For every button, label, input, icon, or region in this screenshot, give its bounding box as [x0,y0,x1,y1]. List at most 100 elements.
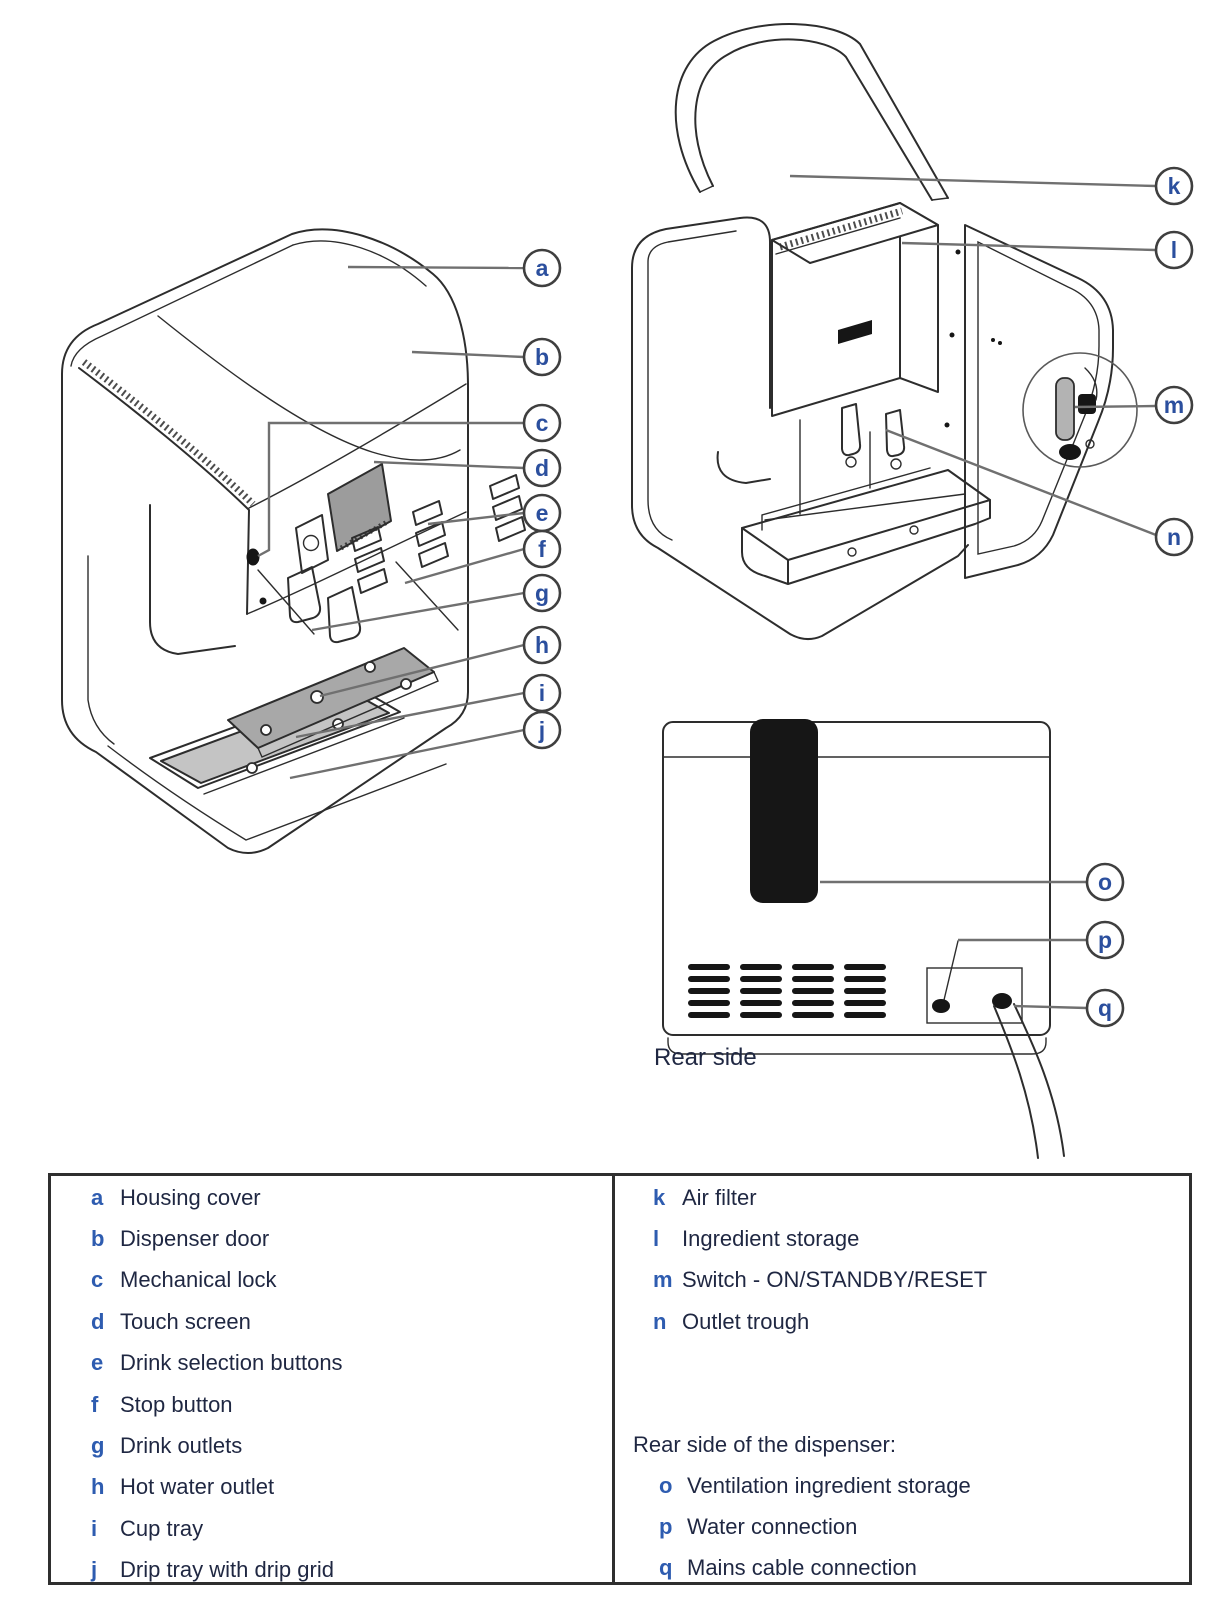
legend-label: Mains cable connection [687,1555,917,1581]
rear-side-caption: Rear side [654,1044,757,1071]
callout-h: h [522,625,562,665]
legend-row-q: q Mains cable connection [615,1548,1189,1589]
legend-label: Outlet trough [682,1308,810,1334]
svg-text:h: h [535,632,549,658]
svg-text:o: o [1098,869,1112,895]
callout-k: k [1154,166,1194,206]
legend-row-f: f Stop button [51,1384,612,1425]
legend-label: Dispenser door [120,1226,270,1252]
legend-key: f [91,1391,99,1417]
callout-n: n [1154,517,1194,557]
svg-text:i: i [539,680,545,706]
front-view-diagram: a b c d e f g h i j [61,228,562,854]
legend-label: Hot water outlet [120,1474,275,1500]
svg-text:f: f [538,536,546,562]
svg-text:n: n [1167,524,1181,550]
svg-text:d: d [535,455,549,481]
legend-label: Air filter [682,1184,757,1210]
legend-key: b [91,1226,105,1252]
legend-label: Ingredient storage [682,1226,860,1252]
ventilation-slot [750,719,818,903]
callout-j: j [522,710,562,750]
callout-g: g [522,573,562,613]
vent-grilles [688,964,886,1018]
legend-label: Water connection [687,1514,858,1540]
legend-label: Drink outlets [120,1433,243,1459]
legend-key: d [91,1308,105,1334]
diagrams-canvas: a b c d e f g h i j [61,23,1194,1159]
legend-key: m [653,1267,673,1293]
callout-c: c [522,403,562,443]
callout-e: e [522,493,562,533]
legend-row-d: d Touch screen [51,1301,612,1342]
legend-key: h [91,1474,105,1500]
legend-label: Cup tray [120,1515,204,1541]
legend-key: j [91,1557,98,1583]
legend-key: l [653,1226,660,1252]
callout-d: d [522,448,562,488]
legend-key: p [659,1514,673,1540]
mains-cable [993,1005,1039,1159]
legend-label: Stop button [120,1391,233,1417]
legend-key: o [659,1472,673,1498]
svg-text:l: l [1171,237,1177,263]
callout-q: q [1085,988,1125,1028]
legend-label: Drip tray with drip grid [120,1557,334,1583]
switch-detail-magnifier [1022,352,1138,468]
mechanical-lock-dot [246,548,260,566]
legend-key: g [91,1433,105,1459]
legend-row-l: l Ingredient storage [615,1218,1189,1259]
legend-key: a [91,1184,104,1210]
on-standby-reset-switch [1055,377,1075,441]
legend-key: c [91,1267,104,1293]
legend-key: k [653,1184,666,1210]
water-connection-fitting [932,999,950,1013]
legend-row-p: p Water connection [615,1506,1189,1547]
legend-row-i: i Cup tray [51,1508,612,1549]
legend-row-h: h Hot water outlet [51,1467,612,1508]
legend-label: Touch screen [120,1308,251,1334]
legend-rear-heading: Rear side of the dispenser: [633,1431,896,1457]
callout-f: f [522,529,562,569]
callout-o: o [1085,862,1125,902]
legend-row-o: o Ventilation ingredient storage [615,1465,1189,1506]
legend-row-k: k Air filter [615,1177,1189,1218]
legend-key: n [653,1308,667,1334]
callout-p: p [1085,920,1125,960]
svg-text:q: q [1098,995,1112,1021]
svg-text:b: b [535,344,549,370]
legend-left-column: a Housing cover b Dispenser door c Mechanic… [51,1176,612,1583]
callout-b: b [522,337,562,377]
legend-label: Housing cover [120,1184,261,1210]
open-view-diagram: k l m n [631,23,1194,640]
svg-text:m: m [1164,392,1184,418]
legend-row-a: a Housing cover [51,1177,612,1218]
legend-table: a Housing cover b Dispenser door c Mechanic… [48,1173,1192,1585]
callout-i: i [522,673,562,713]
callout-m: m [1154,385,1194,425]
legend-key: q [659,1555,673,1581]
svg-text:a: a [536,255,549,281]
legend-row-b: b Dispenser door [51,1218,612,1259]
legend-row-g: g Drink outlets [51,1425,612,1466]
svg-text:e: e [536,500,549,526]
rear-view-diagram: o p q [662,719,1125,1159]
svg-text:c: c [536,410,549,436]
legend-key: i [91,1515,98,1541]
legend-label: Mechanical lock [120,1267,277,1293]
legend-row-c: c Mechanical lock [51,1260,612,1301]
legend-label: Ventilation ingredient storage [687,1472,971,1498]
svg-text:j: j [538,717,545,743]
mains-cable-gland [992,993,1012,1009]
legend-row-n: n Outlet trough [615,1301,1189,1342]
callout-l: l [1154,230,1194,270]
svg-text:p: p [1098,927,1112,953]
svg-text:k: k [1168,173,1181,199]
legend-row-j: j Drip tray with drip grid [51,1550,612,1591]
callout-a: a [522,248,562,288]
legend-label: Drink selection buttons [120,1350,343,1376]
